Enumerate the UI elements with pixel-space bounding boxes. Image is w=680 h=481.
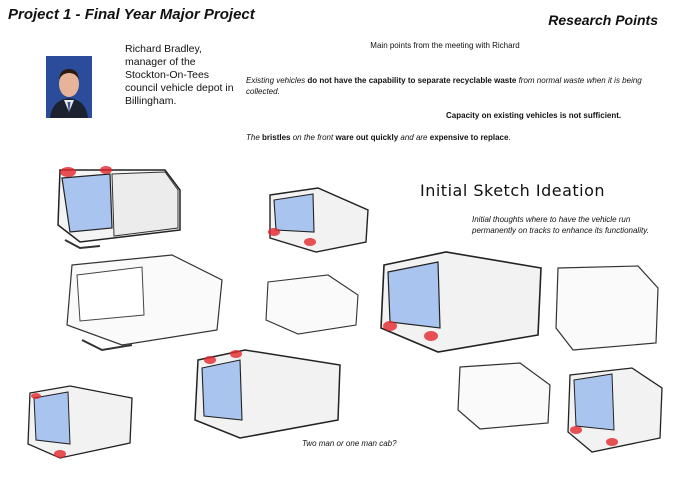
vehicle-sketch-6 [548,258,663,358]
vehicle-sketch-5 [376,240,546,360]
point3-d: ware out quickly [335,133,399,142]
research-point-capacity: Capacity on existing vehicles is not suf… [446,111,622,120]
research-points-heading: Research Points [548,12,658,28]
vehicle-sketch-8 [20,378,140,463]
research-point-vehicles: Existing vehicles do not have the capabi… [246,75,646,97]
vehicle-sketch-7 [190,340,350,445]
cab-question: Two man or one man cab? [302,439,397,448]
point1-c: from normal waste when it is being colle… [246,76,642,96]
sketch-ideation-heading: Initial Sketch Ideation [420,181,606,200]
point3-f: expensive to replace [429,133,509,142]
vehicle-sketch-3 [42,245,242,360]
vehicle-sketch-1 [40,150,190,255]
point3-b: bristles [262,133,291,142]
vehicle-sketch-10 [562,360,667,460]
point3-g: . [508,133,511,142]
vehicle-sketch-9 [450,355,560,435]
point3-c: on the front [292,133,334,142]
point1-a: Existing vehicles [246,76,306,85]
vehicle-sketch-4 [258,270,368,340]
research-point-bristles: The bristles on the front ware out quick… [246,132,646,143]
profile-photo [46,56,92,118]
point3-e: and are [400,133,428,142]
vehicle-sketch-2 [258,180,378,260]
point3-a: The [246,133,260,142]
meeting-heading: Main points from the meeting with Richar… [370,41,520,50]
ideation-thoughts: Initial thoughts where to have the vehic… [472,215,649,235]
profile-bio: Richard Bradley, manager of the Stockton… [125,43,234,107]
page-title: Project 1 - Final Year Major Project [8,6,255,23]
point1-b: do not have the capability to separate r… [307,76,517,85]
